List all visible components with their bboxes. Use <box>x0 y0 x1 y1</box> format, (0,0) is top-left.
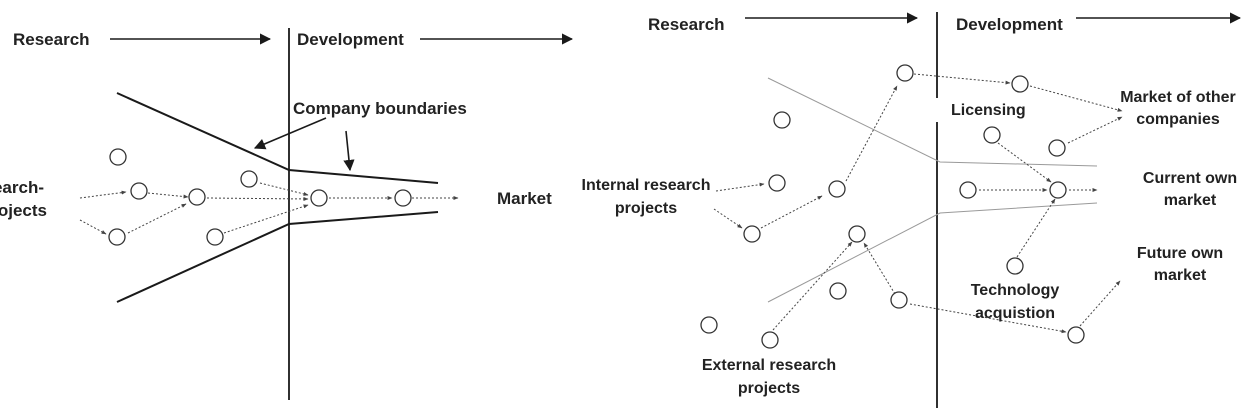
project-circle <box>206 228 224 246</box>
technology-acquisition-label-line1: Technology <box>970 282 1060 299</box>
project-circle <box>828 180 846 198</box>
project-circle <box>1048 139 1066 157</box>
external-research-projects-label-line2: projects <box>737 380 801 397</box>
project-circle <box>983 126 1001 144</box>
future-own-market-label-line1: Future own <box>1136 245 1224 262</box>
porous-company-boundaries <box>767 77 1098 303</box>
project-circle <box>768 174 786 192</box>
project-circle <box>743 225 761 243</box>
project-circle <box>959 181 977 199</box>
company-boundaries-label: Company boundaries <box>293 99 467 118</box>
boundary-pointer-arrow-2 <box>343 130 355 172</box>
boundary-pointer-arrow-1 <box>253 117 327 150</box>
project-circle <box>848 225 866 243</box>
open-research-label: Research <box>648 15 725 34</box>
external-research-projects-label-line1: External research <box>701 357 837 374</box>
technology-acquisition-label-line2: acquistion <box>974 305 1055 322</box>
open-project-flows <box>713 73 1123 334</box>
project-circle <box>109 148 127 166</box>
project-circle <box>1067 326 1085 344</box>
project-circle <box>310 189 328 207</box>
future-own-market-label-line2: market <box>1153 267 1207 284</box>
project-circle <box>130 182 148 200</box>
project-circle <box>829 282 847 300</box>
open-development-label: Development <box>956 15 1063 34</box>
market-other-companies-label-line2: companies <box>1136 111 1220 128</box>
project-circle <box>240 170 258 188</box>
research-projects-label-line1: search- <box>0 178 44 197</box>
project-circle <box>1006 257 1024 275</box>
market-label: Market <box>497 189 552 208</box>
open-innovation-panel <box>700 12 1242 408</box>
internal-research-projects-label-line1: Internal research <box>581 177 711 194</box>
project-circle <box>896 64 914 82</box>
project-circle <box>761 331 779 349</box>
project-circle <box>890 291 908 309</box>
internal-research-projects-label-line2: projects <box>614 200 678 217</box>
project-circle <box>700 316 718 334</box>
funnel-bottom-boundary <box>116 211 439 303</box>
closed-innovation-panel <box>79 28 574 400</box>
project-circle <box>188 188 206 206</box>
project-circle <box>108 228 126 246</box>
funnel-top-boundary <box>116 92 439 184</box>
research-projects-label-line2: ojects <box>0 201 47 220</box>
licensing-label: Licensing <box>951 102 1026 119</box>
closed-project-flows <box>79 182 459 235</box>
current-own-market-label-line1: Current own <box>1142 170 1238 187</box>
current-own-market-label-line2: market <box>1163 192 1217 209</box>
market-other-companies-label-line1: Market of other <box>1120 89 1236 106</box>
project-circle <box>394 189 412 207</box>
closed-development-label: Development <box>297 30 404 49</box>
project-circle <box>1049 181 1067 199</box>
closed-research-label: Research <box>13 30 90 49</box>
project-circle <box>773 111 791 129</box>
project-circle <box>1011 75 1029 93</box>
